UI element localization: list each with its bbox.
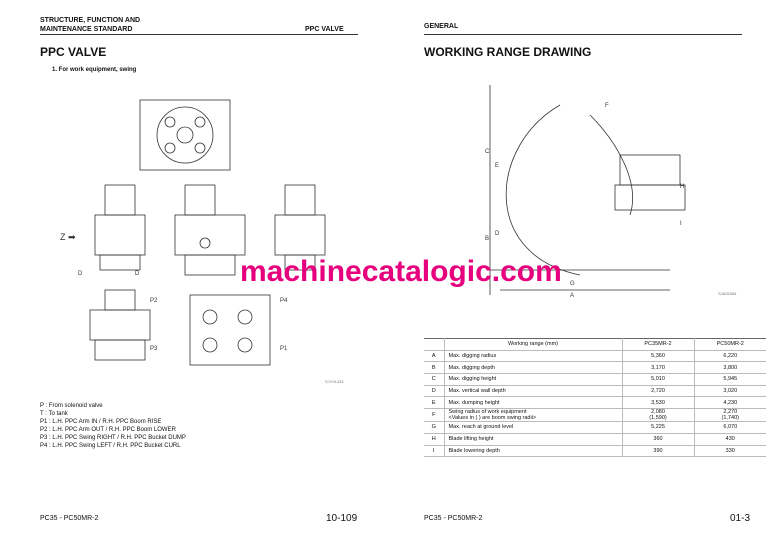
table-cell: 3,170 [622,361,695,375]
table-cell: 4,230 [694,396,766,410]
svg-text:D: D [495,231,500,237]
table-cell: A [424,350,445,363]
table-cell: Max. digging height [444,373,623,386]
table-cell: 360 [622,433,695,446]
table-cell: 5,225 [622,421,695,434]
table-cell: 3,800 [694,361,766,375]
divider [424,34,742,35]
table-cell: C [424,373,445,386]
page-number: 10-109 [326,513,358,524]
svg-text:E: E [495,163,499,169]
svg-text:D: D [78,271,83,277]
table-cell: 390 [622,445,695,458]
table-cell: I [424,445,445,458]
svg-text:G: G [570,281,575,287]
svg-text:D: D [135,271,140,277]
table-cell: 6,070 [694,421,766,434]
svg-text:B: B [485,236,489,242]
svg-text:F: F [605,103,609,109]
page-title: PPC VALVE [40,45,107,59]
table-cell: Blade lifting height [444,433,623,446]
table-cell: F [424,408,445,423]
table-cell: 330 [694,445,766,458]
figure-code: SJA05384 [718,291,737,296]
left-header-section: PPC VALVE [305,26,344,33]
table-cell: Max. digging depth [444,361,623,375]
svg-text:P2: P2 [150,298,158,304]
svg-text:P4: P4 [280,298,288,304]
ppc-valve-drawing: Z ➡ D D P2 P4 P3 P1 [60,99,326,366]
table-cell: 430 [694,433,766,446]
table-cell: Swing radius of work equipment <Values i… [444,408,623,423]
table-cell: 2,080 (1,590) [622,408,695,423]
table-cell: 5,360 [622,350,695,363]
table-cell: Max. reach at ground level [444,421,623,434]
svg-text:H: H [680,184,684,190]
watermark: machinecatalogic.com [240,255,562,288]
footer-model: PC35 - PC50MR-2 [40,515,99,522]
table-cell: Max. digging radius [444,350,623,363]
table-cell: 2,270 (1,740) [694,408,766,423]
section-subtitle: 1. For work equipment, swing [52,67,137,73]
svg-text:P3: P3 [150,346,158,352]
table-cell: 3,020 [694,385,766,398]
divider [40,34,358,35]
right-header: GENERAL [424,23,459,30]
figure-code: SJY01433 [325,379,344,384]
table-cell: E [424,396,445,410]
page-number: 01-3 [730,513,751,524]
svg-text:C: C [485,149,490,155]
table-cell: 5,945 [694,373,766,386]
svg-text:I: I [680,221,682,227]
svg-text:Z ➡: Z ➡ [60,232,76,242]
svg-text:P1: P1 [280,346,288,352]
svg-text:A: A [570,293,574,299]
table-cell: 6,220 [694,350,766,363]
table-cell: 5,010 [622,373,695,386]
footer-model: PC35 - PC50MR-2 [424,515,483,522]
table-cell: G [424,421,445,434]
table-cell: 3,530 [622,396,695,410]
table-cell: B [424,361,445,375]
page-title: WORKING RANGE DRAWING [424,45,592,59]
table-cell: D [424,385,445,398]
table-cell: Max. dumping height [444,396,623,410]
table-cell: Max. vertical wall depth [444,385,623,398]
table-cell: 2,720 [622,385,695,398]
table-cell: H [424,433,445,446]
working-range-drawing: C E BD F H I GA [485,85,686,299]
table-cell: Blade lowering depth [444,445,623,458]
